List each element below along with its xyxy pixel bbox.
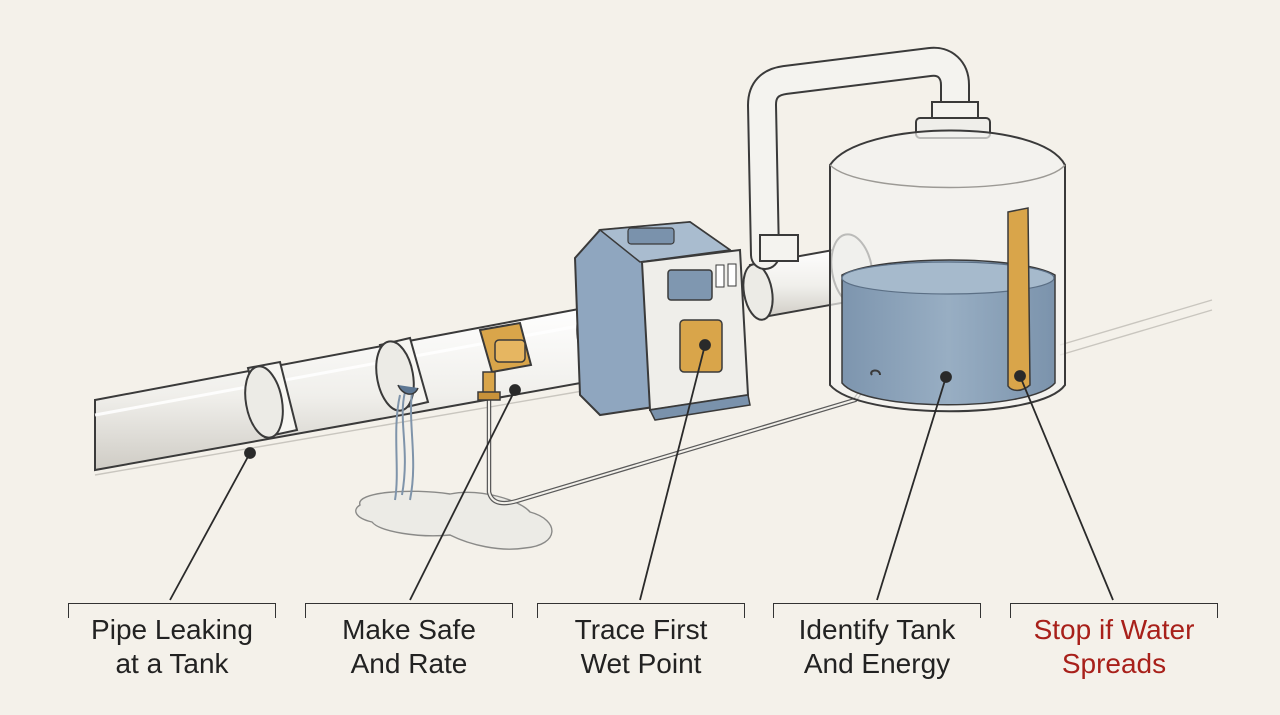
label-line: And Energy xyxy=(803,648,951,679)
leader-pipe-leaking xyxy=(169,452,251,601)
label-line: Spreads xyxy=(1061,648,1167,679)
leader-identify-tank xyxy=(876,376,947,601)
meter-device xyxy=(573,220,751,421)
label-line: Pipe Leaking xyxy=(91,614,253,645)
label-line: at a Tank xyxy=(115,648,229,679)
label-line: And Rate xyxy=(350,648,468,679)
label-line: Stop if Water xyxy=(1033,614,1195,645)
leader-dot-identify-tank xyxy=(940,371,952,383)
water-puddle xyxy=(355,490,553,550)
callout-lines xyxy=(169,339,1114,601)
leader-dot-make-safe xyxy=(509,384,521,396)
brass-clamp xyxy=(477,321,533,401)
label-line: Identify Tank xyxy=(798,614,956,645)
leader-dot-pipe-leaking xyxy=(244,447,256,459)
leak-stream xyxy=(394,391,415,501)
label-line: Make Safe xyxy=(342,614,476,645)
leader-dot-stop-spreads xyxy=(1014,370,1026,382)
main-pipe xyxy=(94,303,616,472)
label-line: Trace First xyxy=(574,614,708,645)
label-line: Wet Point xyxy=(580,648,702,679)
water-tank xyxy=(829,129,1066,413)
leader-dot-trace-wet xyxy=(699,339,711,351)
leader-trace-wet xyxy=(639,344,706,601)
leader-stop-spreads xyxy=(1019,375,1114,601)
pipe-coupling-1 xyxy=(244,360,299,439)
leader-make-safe xyxy=(409,389,516,601)
